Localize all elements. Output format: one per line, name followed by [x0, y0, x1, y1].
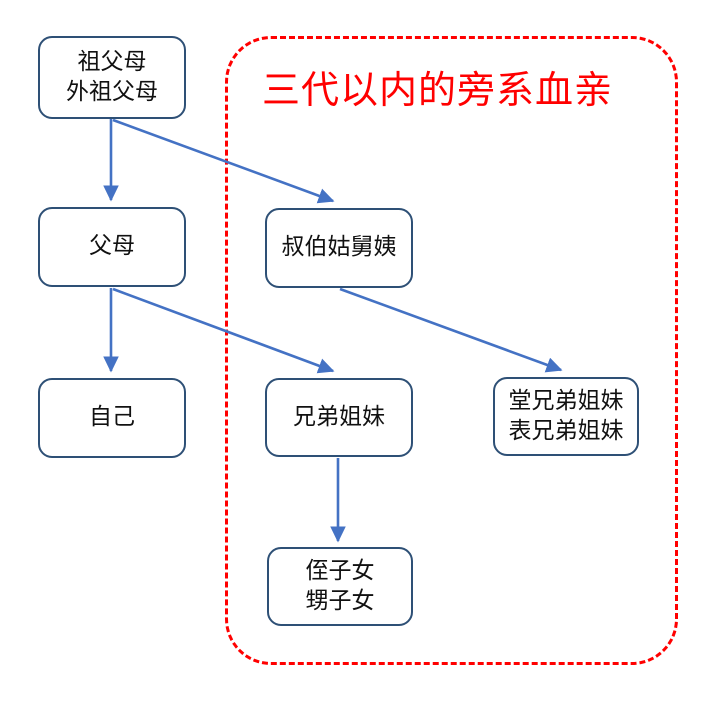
- node-nephews-nieces[interactable]: 侄子女 甥子女: [267, 547, 413, 626]
- node-parents[interactable]: 父母: [38, 207, 186, 287]
- node-uncles-aunts[interactable]: 叔伯姑舅姨: [265, 208, 413, 288]
- node-cousins[interactable]: 堂兄弟姐妹 表兄弟姐妹: [493, 377, 639, 456]
- node-self[interactable]: 自己: [38, 378, 186, 458]
- scope-region-title: 三代以内的旁系血亲: [262, 68, 614, 112]
- node-grandparents[interactable]: 祖父母 外祖父母: [38, 36, 186, 119]
- node-siblings[interactable]: 兄弟姐妹: [265, 378, 413, 457]
